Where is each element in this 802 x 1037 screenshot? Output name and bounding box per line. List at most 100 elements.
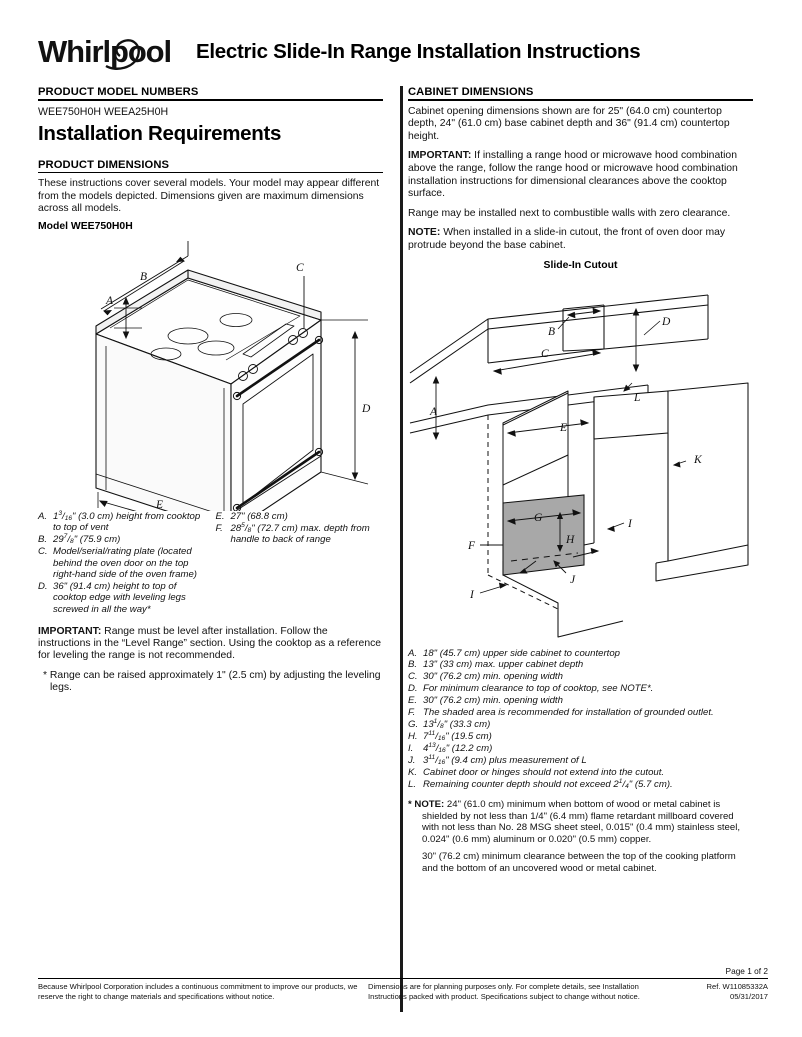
- important-text: If installing a range hood or microwave …: [408, 150, 738, 200]
- legend-item: J. 311/16" (9.4 cm) plus measurement of …: [408, 753, 753, 766]
- slide-in-cutout-diagram: B C D A E L K G H F J I I: [408, 273, 753, 648]
- legend-item: E. 30" (76.2 cm) min. opening width: [408, 695, 753, 706]
- legend-text: 311/16" (9.4 cm) plus measurement of L: [423, 753, 587, 766]
- diagram-label-e: E: [155, 499, 163, 511]
- document-header: Whirlpool Electric Slide-In Range Instal…: [38, 30, 768, 82]
- legend-text: 36" (91.4 cm) height to top of cooktop e…: [53, 580, 186, 615]
- legend-text: Cabinet door or hinges should not extend…: [423, 766, 665, 778]
- legend-item: F. The shaded area is recommended for in…: [408, 707, 753, 718]
- cutout-label-i-bottom: I: [469, 589, 475, 601]
- legend-text: 13" (33 cm) max. upper cabinet depth: [423, 659, 584, 671]
- legend-key: C.: [38, 546, 48, 558]
- cutout-label-g: G: [534, 512, 543, 524]
- right-column: CABINET DIMENSIONS Cabinet opening dimen…: [408, 86, 753, 874]
- legend-text: 131/8" (33.3 cm): [423, 717, 491, 731]
- cabinet-dimensions-paragraph: Cabinet opening dimensions shown are for…: [408, 105, 730, 142]
- product-dimensions-intro: These instructions cover several models.…: [38, 178, 380, 215]
- legend-item: C. 30" (76.2 cm) min. opening width: [408, 671, 753, 682]
- note-star-label: * NOTE:: [408, 798, 445, 810]
- cabinet-important-paragraph: IMPORTANT: If installing a range hood or…: [408, 150, 753, 200]
- cutout-label-k: K: [693, 454, 703, 466]
- legend-text: The shaded area is recommended for insta…: [423, 707, 714, 719]
- combustible-walls-paragraph: Range may be installed next to combustib…: [408, 207, 731, 219]
- diagram-label-c: C: [296, 262, 304, 274]
- cabinet-note-primary: * NOTE: 24" (61.0 cm) minimum when botto…: [408, 799, 753, 845]
- rule: [38, 99, 383, 101]
- page-title: Electric Slide-In Range Installation Ins…: [196, 40, 641, 63]
- diagram-label-a: A: [105, 295, 114, 307]
- legend-item: D. 36" (91.4 cm) height to top of cookto…: [38, 581, 206, 615]
- legend-item: D. For minimum clearance to top of cookt…: [408, 683, 753, 694]
- legend-text: 13/16" (3.0 cm) height from cooktop to t…: [53, 509, 201, 534]
- legend-text: Model/serial/rating plate (located behin…: [53, 546, 197, 580]
- note-label: NOTE:: [408, 227, 441, 239]
- legend-item: L. Remaining counter depth should not ex…: [408, 777, 753, 790]
- column-divider: [400, 86, 403, 1012]
- legend-key: F.: [215, 522, 223, 534]
- legend-key: E.: [215, 510, 225, 522]
- cutout-label-f: F: [467, 540, 476, 552]
- diagram-label-d: D: [361, 403, 371, 415]
- legend-key: C.: [408, 671, 418, 683]
- cabinet-note-secondary: 30" (76.2 cm) minimum clearance between …: [422, 851, 736, 874]
- legend-text: 711/16" (19.5 cm): [423, 729, 492, 743]
- heading-product-model-numbers: PRODUCT MODEL NUMBERS: [38, 86, 199, 98]
- footer-center-text: Dimensions are for planning purposes onl…: [368, 982, 640, 1002]
- legend-key: L.: [408, 778, 417, 790]
- legend-text: 18" (45.7 cm) upper side cabinet to coun…: [423, 647, 620, 659]
- legend-text: 413/16" (12.2 cm): [423, 741, 493, 754]
- cabinet-dimensions-legend: A. 18" (45.7 cm) upper side cabinet to c…: [408, 648, 753, 790]
- legend-key: B.: [408, 659, 418, 671]
- legend-item: K. Cabinet door or hinges should not ext…: [408, 767, 753, 778]
- legend-key: D.: [38, 580, 48, 592]
- slide-in-note-paragraph: NOTE: When installed in a slide-in cutou…: [408, 227, 753, 252]
- legend-key: A.: [38, 510, 48, 522]
- leveling-legs-footnote: * Range can be raised approximately 1" (…: [43, 669, 381, 694]
- cutout-label-a: A: [429, 406, 438, 418]
- cutout-diagram-title: Slide-In Cutout: [543, 259, 618, 271]
- page-number: Page 1 of 2: [725, 966, 768, 976]
- legend-key: J.: [408, 754, 416, 766]
- legend-key: A.: [408, 647, 418, 659]
- installation-requirements-title: Installation Requirements: [38, 121, 282, 145]
- legend-item: G. 131/8" (33.3 cm): [408, 717, 753, 731]
- legend-item: F. 285/8" (72.7 cm) max. depth from hand…: [215, 521, 384, 546]
- legend-text: 30" (76.2 cm) min. opening width: [423, 671, 563, 683]
- note-text: When installed in a slide-in cutout, the…: [408, 227, 726, 251]
- diagram-label-b: B: [140, 271, 147, 283]
- legend-item: I. 413/16" (12.2 cm): [408, 741, 753, 754]
- cutout-label-e: E: [559, 422, 567, 434]
- legend-key: I.: [408, 742, 414, 754]
- legend-text: 285/8" (72.7 cm) max. depth from handle …: [230, 521, 370, 546]
- cutout-label-l: L: [633, 392, 640, 404]
- footer-ref-number: Ref. W11085332A: [706, 982, 769, 991]
- legend-text: 30" (76.2 cm) min. opening width: [423, 695, 563, 707]
- legend-column-2: E. 27" (68.8 cm) F. 285/8" (72.7 cm) max…: [216, 511, 384, 616]
- legend-column-1: A. 13/16" (3.0 cm) height from cooktop t…: [38, 509, 206, 616]
- legend-key: B.: [38, 534, 48, 546]
- heading-product-dimensions: PRODUCT DIMENSIONS: [38, 158, 170, 171]
- rule: [408, 99, 753, 101]
- legend-item: E. 27" (68.8 cm): [216, 511, 384, 522]
- legend-key: E.: [408, 695, 418, 707]
- legend-text: 297/8" (75.9 cm): [53, 533, 121, 546]
- legend-key: K.: [408, 766, 418, 778]
- footer-rule: [38, 978, 768, 979]
- legend-item: H. 711/16" (19.5 cm): [408, 729, 753, 743]
- important-label: IMPORTANT:: [408, 150, 472, 162]
- footer-right: Ref. W11085332A 05/31/2017: [707, 982, 769, 1003]
- product-dimensions-legend: A. 13/16" (3.0 cm) height from cooktop t…: [38, 509, 384, 616]
- legend-key: D.: [408, 683, 418, 695]
- cutout-label-h: H: [565, 534, 575, 546]
- legend-text: Remaining counter depth should not excee…: [423, 777, 673, 790]
- left-column: PRODUCT MODEL NUMBERS WEE750H0H WEEA25H0…: [38, 86, 383, 695]
- cutout-label-i-right: I: [627, 518, 633, 530]
- model-numbers-value: WEE750H0H WEEA25H0H: [38, 105, 169, 118]
- legend-item: B. 297/8" (75.9 cm): [38, 533, 206, 546]
- important-label: IMPORTANT:: [38, 625, 102, 637]
- legend-item: C. Model/serial/rating plate (located be…: [38, 546, 206, 580]
- legend-item: B. 13" (33 cm) max. upper cabinet depth: [408, 659, 753, 670]
- cutout-label-c: C: [541, 348, 549, 360]
- heading-cabinet-dimensions: CABINET DIMENSIONS: [408, 86, 534, 98]
